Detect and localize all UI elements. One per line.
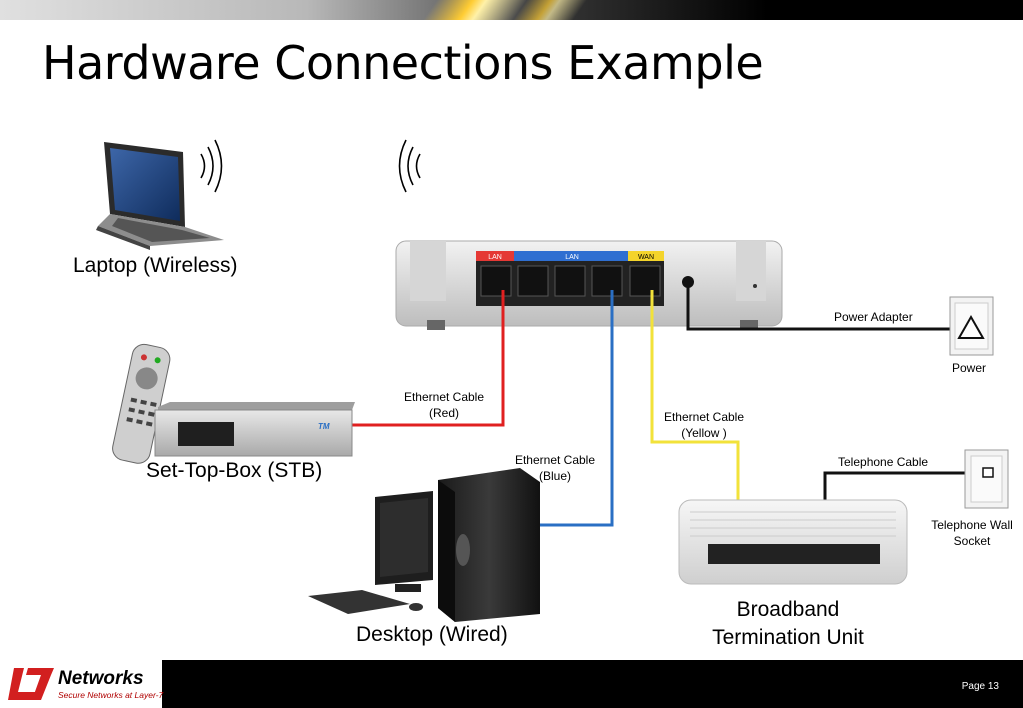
socket-label-line2: Socket (953, 534, 991, 548)
power-outlet-image (949, 296, 994, 356)
btu-label-line2: Termination Unit (712, 626, 864, 649)
stb-label: Set-Top-Box (STB) (146, 459, 323, 482)
router-lan-right-label: LAN (565, 254, 579, 261)
telephone-socket-label: Telephone Wall Socket (922, 517, 1022, 549)
page-title: Hardware Connections Example (42, 36, 764, 90)
router-image (395, 240, 783, 330)
yellow-ethernet-cable (650, 290, 740, 502)
footer-bar (0, 660, 1023, 708)
red-cable-label-line1: Ethernet Cable (403, 390, 485, 404)
socket-label-line1: Telephone Wall (931, 518, 1013, 532)
power-cable (686, 284, 950, 331)
router-wan-strip (628, 251, 664, 261)
laptop-label: Laptop (Wireless) (73, 254, 238, 277)
btu-label-line1: Broadband (736, 598, 840, 621)
laptop-wifi-icon (200, 139, 223, 193)
router-lan-red-strip (476, 251, 514, 261)
page-number: Page 13 (961, 681, 999, 692)
stb-image (154, 402, 355, 457)
l7-logo-icon (8, 668, 54, 700)
blue-cable-label-line2: (Blue) (538, 469, 571, 483)
blue-cable-label: Ethernet Cable (Blue) (505, 452, 605, 484)
router-wan-label: WAN (638, 254, 654, 261)
power-adapter-label: Power Adapter (834, 310, 913, 324)
router-lan-blue-strip (514, 251, 628, 261)
router-wifi-icon (398, 139, 421, 193)
desktop-label: Desktop (Wired) (356, 623, 508, 646)
blue-cable-label-line1: Ethernet Cable (514, 453, 596, 467)
telephone-cable (823, 471, 965, 500)
yellow-cable-label-line1: Ethernet Cable (663, 410, 745, 424)
logo-brand-text: Networks (58, 668, 144, 689)
laptop-image (96, 142, 224, 250)
power-label: Power (952, 361, 987, 375)
telephone-socket-image (964, 449, 1009, 509)
yellow-cable-label-line2: (Yellow ) (681, 426, 727, 440)
header-bar (0, 0, 1023, 20)
btu-image (678, 499, 908, 585)
telephone-cable-label: Telephone Cable (838, 455, 929, 469)
router-lan-left-label: LAN (488, 254, 502, 261)
logo-tagline: Secure Networks at Layer-7 (58, 690, 164, 700)
stb-brand-logo: TM (318, 422, 330, 431)
red-ethernet-cable (352, 290, 505, 427)
remote-control-image (112, 343, 171, 464)
blue-ethernet-cable (535, 290, 614, 527)
company-logo: Networks Secure Networks at Layer-7 (0, 660, 164, 708)
btu-label: Broadband Termination Unit (700, 596, 876, 652)
red-cable-label: Ethernet Cable (Red) (394, 389, 494, 421)
red-cable-label-line2: (Red) (428, 406, 459, 420)
yellow-cable-label: Ethernet Cable (Yellow ) (654, 409, 754, 441)
desktop-image (308, 468, 540, 622)
